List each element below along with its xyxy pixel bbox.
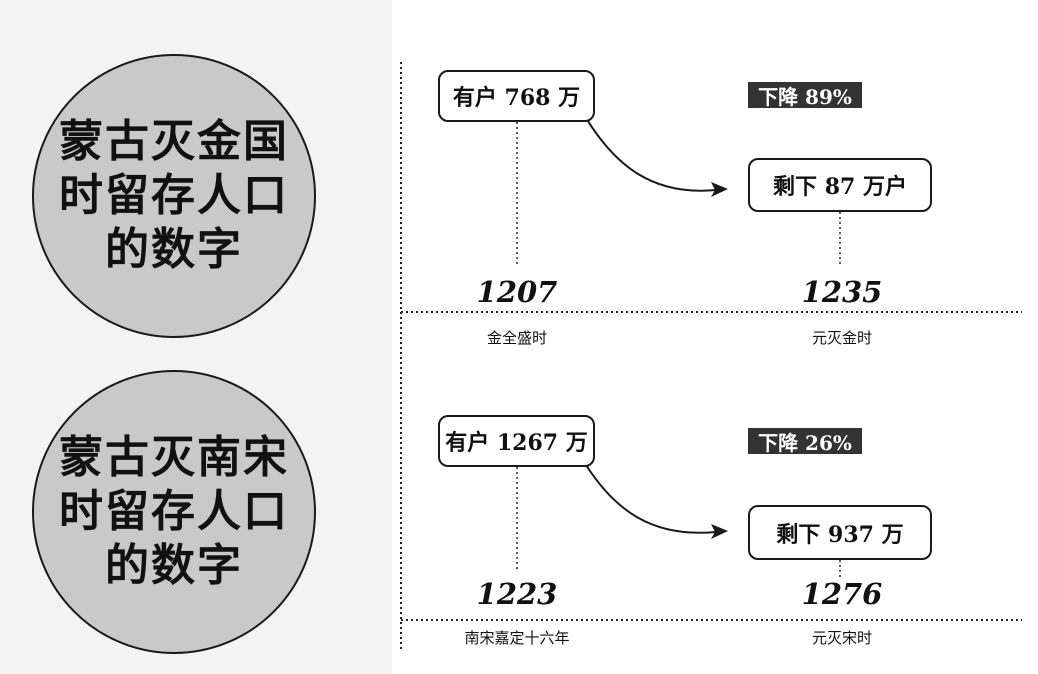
start-year-label: 1207 [476, 275, 558, 309]
jin-title-circle: 蒙古灭金国 时留存人口 的数字 [32, 54, 316, 338]
start-caption: 南宋嘉定十六年 [464, 629, 570, 647]
arrowhead-top [711, 182, 728, 197]
end-year-label: 1276 [801, 577, 883, 611]
end-caption: 元灭金时 [811, 329, 872, 347]
circle-title-line: 的数字 [105, 224, 243, 275]
circle-title-line: 蒙古灭金国 [59, 116, 289, 167]
decline-badge: 下降 89% [748, 82, 862, 109]
end-year-label: 1235 [801, 275, 883, 309]
circle-title-line: 时留存人口 [59, 486, 289, 537]
circle-title-line: 的数字 [105, 540, 243, 591]
start-population-box: 有户 768 万 [438, 70, 595, 122]
decline-arrow-bottom [585, 464, 717, 534]
start-year-label: 1223 [476, 577, 558, 611]
circle-title-line: 蒙古灭南宋 [59, 432, 289, 483]
decline-arrow-top [585, 117, 717, 192]
circle-title-line: 时留存人口 [59, 170, 289, 221]
decline-badge: 下降 26% [748, 428, 862, 455]
end-population-box: 剩下 937 万 [748, 505, 932, 560]
end-caption: 元灭宋时 [811, 629, 872, 647]
song-title-circle: 蒙古灭南宋 时留存人口 的数字 [32, 370, 316, 654]
start-population-box: 有户 1267 万 [438, 415, 595, 467]
start-caption: 金全盛时 [486, 329, 547, 347]
end-population-box: 剩下 87 万户 [748, 158, 932, 212]
arrowhead-bottom [711, 524, 728, 539]
